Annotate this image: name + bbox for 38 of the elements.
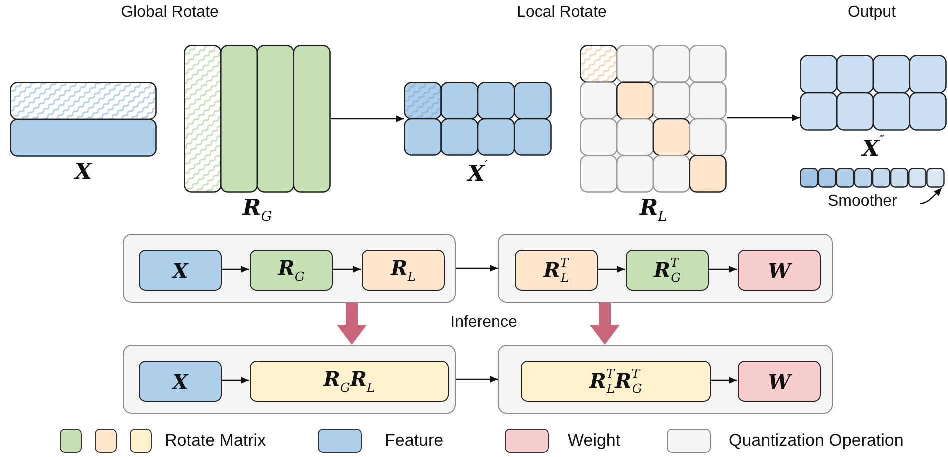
matrix-label: X$^{″}$ (862, 135, 885, 160)
matrix-label: R$_{G}$ (242, 197, 272, 225)
operand-box: X (139, 250, 222, 291)
arrow (597, 266, 625, 273)
operand-box: X (139, 361, 222, 402)
group-panel (123, 345, 456, 414)
operand-box: R$_{G}$ (250, 250, 333, 291)
group-panel (123, 234, 456, 303)
group-panel (498, 345, 833, 414)
arrow (221, 377, 249, 384)
matrix-label: X$^{′}$ (468, 160, 488, 185)
annotation-text: Smoother (828, 193, 918, 215)
operand-box: R$_{L}$ (362, 250, 445, 291)
group-panel (498, 234, 833, 303)
leader-line (920, 188, 942, 205)
block-arrow (337, 303, 367, 345)
operand-box: W (738, 250, 821, 291)
matrix-label: R$_{L}$ (640, 197, 668, 225)
arrow (221, 266, 249, 273)
arrow (727, 114, 800, 122)
section-heading: Global Rotate (121, 4, 219, 22)
arrow (456, 376, 498, 383)
section-heading: Output (848, 4, 896, 22)
legend-label: Rotate Matrix (165, 431, 266, 451)
arrow (332, 266, 361, 273)
arrow (331, 116, 404, 122)
legend-label: Quantization Operation (729, 431, 904, 451)
arrow (710, 377, 737, 384)
matrix-label: X (74, 161, 92, 183)
legend-label: Feature (385, 431, 444, 451)
arrow (456, 265, 498, 272)
block-arrow (590, 303, 620, 345)
section-heading: Local Rotate (517, 4, 607, 22)
operand-box: W (738, 361, 821, 402)
legend-label: Weight (568, 431, 621, 451)
operand-box: R$_{G}$R$_{L}$ (250, 361, 449, 402)
arrow (708, 266, 737, 273)
stage-label: Inference (450, 314, 518, 332)
